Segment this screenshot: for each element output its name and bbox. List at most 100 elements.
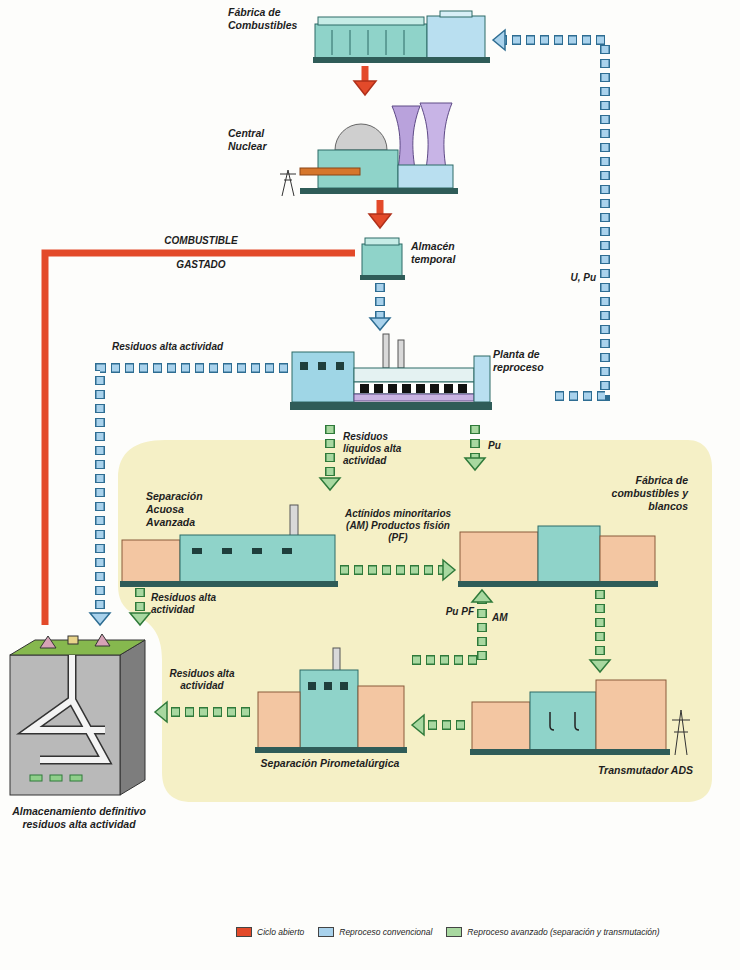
fuel-factory-illustration (440, 11, 472, 17)
fuel-target-factory-illustration (458, 526, 658, 587)
legend-swatch (446, 927, 462, 937)
aqueous-separation-illustration (192, 548, 202, 554)
reprocessing-plant-illustration (292, 352, 354, 402)
arrow-head (354, 81, 376, 95)
advanced-region (118, 440, 712, 802)
facility-label: Planta de reproceso (493, 348, 553, 374)
legend-item: Ciclo abierto (236, 927, 304, 937)
flow-arrow (320, 425, 340, 490)
facility-label: Almacenamiento definitivo residuos alta … (5, 805, 153, 831)
storage-illustration (360, 238, 405, 280)
flow-line (340, 565, 444, 575)
fuel-factory-illustration (332, 30, 404, 55)
repository-illustration (10, 655, 120, 795)
facility-label: Transmutador ADS (573, 764, 693, 777)
repository-illustration (30, 655, 105, 760)
facility-caption: Central Nuclear (228, 127, 302, 153)
transmuter-illustration (470, 680, 690, 755)
flow-line (595, 590, 605, 661)
fuel-target-factory-illustration (538, 526, 600, 582)
repository-illustration (120, 640, 145, 795)
reprocessing-plant-illustration (398, 340, 404, 368)
flow-line (340, 567, 444, 574)
facility-caption: Transmutador ADS (573, 764, 693, 777)
fuel-factory-illustration (318, 17, 424, 25)
arrow-head (90, 613, 110, 625)
flow-line (166, 709, 250, 716)
reprocessing-plant-illustration (300, 362, 308, 370)
facility-node: Planta de reproceso (288, 330, 555, 425)
flow-line (504, 40, 605, 396)
flow-arrow (155, 702, 250, 722)
legend: Ciclo abierto Reproceso convencional Repro… (236, 927, 660, 937)
pyrometallurgy-illustration (255, 747, 407, 753)
reprocessing-plant-illustration (290, 334, 492, 410)
transmuter-illustration (470, 749, 670, 755)
facility-caption: Separación Acuosa Avanzada (146, 490, 230, 529)
flow-label: Residuos líquidos alta actividad (343, 431, 425, 467)
advanced-region (118, 440, 712, 802)
flow-line (137, 588, 144, 614)
pyrometallurgy-illustration (300, 670, 358, 748)
reprocessing-plant-illustration (336, 362, 344, 370)
aqueous-separation-illustration (120, 581, 338, 587)
arrow-head (465, 458, 485, 470)
flow-line (100, 368, 288, 614)
flow-arrow (412, 590, 492, 660)
aqueous-separation-illustration (122, 540, 180, 582)
facility-label: Fábrica de combustibles y blancos (598, 474, 688, 513)
flow-arrow (45, 253, 355, 625)
reprocessing-plant-illustration (402, 384, 411, 393)
storage-illustration (365, 238, 399, 245)
facility-node: Fábrica de combustibles y blancos (455, 470, 690, 590)
transmuter-illustration (530, 692, 596, 750)
flow-line (375, 283, 385, 319)
arrow-head (155, 702, 167, 722)
flow-arrow (493, 30, 605, 396)
storage-illustration (362, 244, 402, 276)
reprocessing-plant-illustration (318, 362, 326, 370)
flow-label: Residuos alta actividad (151, 592, 231, 616)
flow-line (377, 200, 384, 215)
storage-illustration (360, 275, 405, 280)
transmuter-illustration (672, 710, 690, 755)
legend-item: Reproceso avanzado (separación y transmu… (446, 927, 659, 937)
arrow-head (493, 30, 505, 50)
facility-caption: Separación Pirometalúrgica (250, 757, 410, 770)
flow-label: AM (492, 612, 522, 624)
power-plant-illustration (280, 103, 458, 196)
flow-line (597, 590, 604, 661)
legend-text: Reproceso avanzado (separación y transmu… (467, 927, 659, 937)
aqueous-separation-illustration (180, 535, 335, 582)
reprocessing-plant-illustration (416, 384, 425, 393)
pyrometallurgy-illustration (333, 648, 340, 672)
flow-line (362, 66, 369, 82)
facility-node: Transmutador ADS (465, 672, 695, 784)
power-plant-illustration (398, 165, 453, 188)
legend-item: Reproceso convencional (318, 927, 432, 937)
arrow-head (369, 214, 391, 228)
reprocessing-plant-illustration (360, 384, 369, 393)
fuel-factory-illustration (427, 16, 485, 58)
flow-line (504, 40, 605, 396)
flow-line (45, 253, 355, 625)
reprocessing-plant-illustration (374, 384, 383, 393)
flow-line (100, 368, 288, 614)
facility-node: Separación Pirometalúrgica (250, 645, 412, 785)
repository-illustration (68, 636, 78, 644)
reprocessing-plant-illustration (354, 394, 474, 401)
reprocessing-plant-illustration (474, 356, 490, 402)
flow-arrow (340, 560, 455, 580)
repository-illustration (40, 636, 56, 648)
flow-arrow (465, 425, 485, 470)
pyrometallurgy-illustration (308, 682, 316, 690)
facility-node: Fábrica de Combustibles (228, 4, 493, 66)
flow-line (423, 720, 465, 730)
flow-arrow (590, 590, 610, 672)
reprocessing-plant-illustration (430, 384, 439, 393)
flow-label: Residuos alta actividad (112, 341, 282, 353)
legend-swatch (318, 927, 334, 937)
transmuter-illustration (596, 680, 666, 750)
facility-caption: Planta de reproceso (493, 348, 553, 374)
repository-illustration (30, 655, 105, 760)
